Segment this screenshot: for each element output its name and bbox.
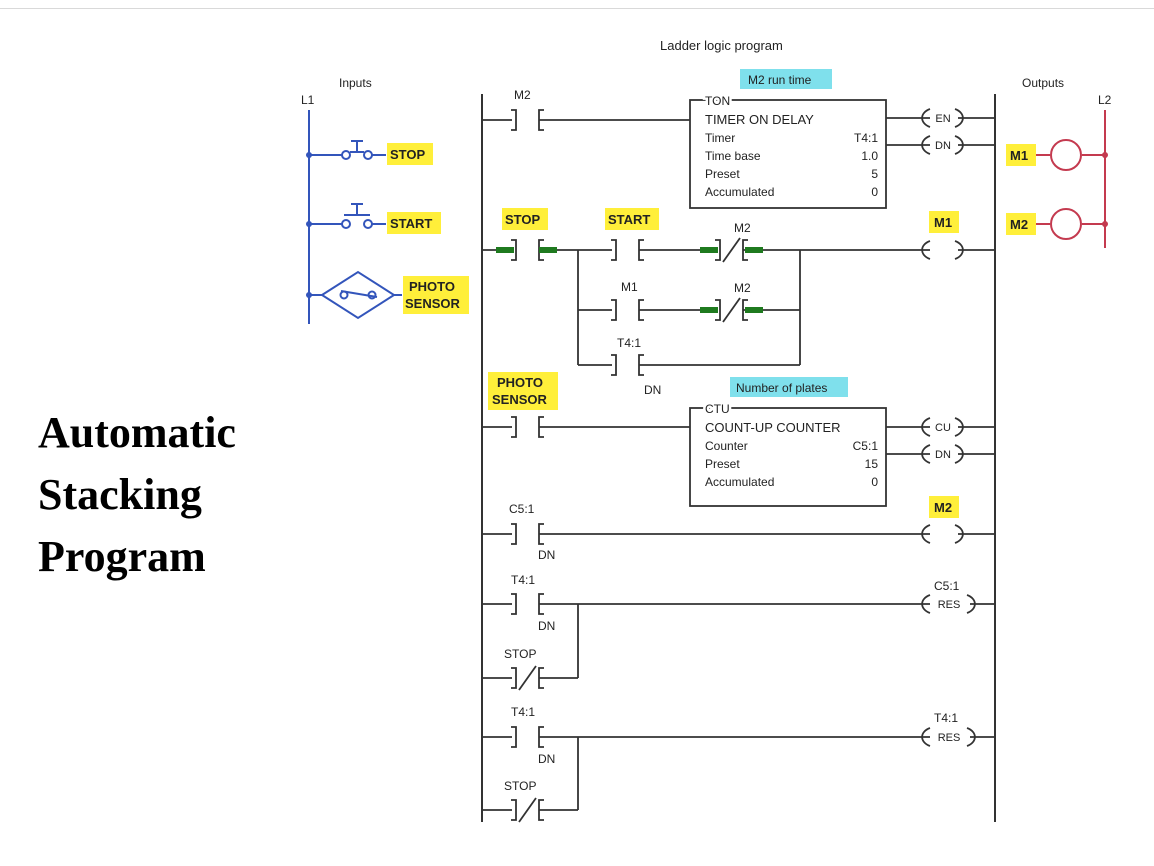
ton-row-value: T4:1 bbox=[854, 131, 878, 145]
energized-markers bbox=[496, 247, 763, 313]
ton-row-value: 5 bbox=[871, 167, 878, 181]
outputs-heading: Outputs bbox=[1022, 76, 1064, 90]
slide-title: Automatic Stacking Program bbox=[38, 402, 298, 588]
rung-6 bbox=[482, 726, 995, 823]
ton-title: TIMER ON DELAY bbox=[705, 112, 814, 127]
ctu-row-value: C5:1 bbox=[853, 439, 879, 453]
rung5-coil-tag: C5:1 bbox=[934, 579, 960, 593]
ton-row-label: Accumulated bbox=[705, 185, 774, 199]
rung6-coil-res: RES bbox=[938, 732, 961, 744]
ton-row-label: Timer bbox=[705, 131, 735, 145]
stop-pushbutton-icon bbox=[309, 140, 386, 160]
inputs-heading: Inputs bbox=[339, 76, 372, 90]
ton-row-label: Preset bbox=[705, 167, 740, 181]
rail-label-l1: L1 bbox=[301, 93, 315, 107]
rung-4 bbox=[482, 523, 995, 545]
input-label-photo: PHOTO bbox=[409, 279, 455, 294]
rung6-contact-label: T4:1 bbox=[511, 705, 535, 719]
coil-dn-label: DN bbox=[935, 140, 951, 152]
rung5-contact-dn: DN bbox=[538, 619, 555, 633]
rung4-contact-dn: DN bbox=[538, 548, 555, 562]
rung4-coil-m2-label: M2 bbox=[934, 500, 952, 515]
rung2-coil-m1-label: M1 bbox=[934, 215, 952, 230]
ctu-row-value: 0 bbox=[871, 475, 878, 489]
motor-m1-icon bbox=[1050, 139, 1082, 171]
rail-label-l2: L2 bbox=[1098, 93, 1112, 107]
rung6-contact-dn: DN bbox=[538, 752, 555, 766]
title-line-1: Automatic bbox=[38, 408, 236, 457]
output-label-m2: M2 bbox=[1010, 217, 1028, 232]
coil-en-label: EN bbox=[935, 113, 950, 125]
ctu-block bbox=[689, 407, 887, 507]
input-label-start: START bbox=[390, 216, 432, 231]
rung2-m2-label: M2 bbox=[734, 221, 751, 235]
ctu-title: COUNT-UP COUNTER bbox=[705, 420, 841, 435]
title-line-3: Program bbox=[38, 532, 206, 581]
rung2-t41-label: T4:1 bbox=[617, 336, 641, 350]
rung-1 bbox=[482, 99, 995, 209]
rung5-coil-res: RES bbox=[938, 599, 961, 611]
input-label-stop: STOP bbox=[390, 147, 425, 162]
rung6-coil-tag: T4:1 bbox=[934, 711, 958, 725]
ton-highlight-label: M2 run time bbox=[748, 73, 812, 87]
rung2-m1-label: M1 bbox=[621, 280, 638, 294]
ctu-row-label: Preset bbox=[705, 457, 740, 471]
title-line-2: Stacking bbox=[38, 470, 202, 519]
ctu-row-label: Counter bbox=[705, 439, 748, 453]
program-heading: Ladder logic program bbox=[660, 38, 783, 53]
ctu-row-value: 15 bbox=[865, 457, 879, 471]
rung2-start-label: START bbox=[608, 212, 650, 227]
rung6-stop-label: STOP bbox=[504, 779, 536, 793]
rung3-contact-sensor: SENSOR bbox=[492, 392, 548, 407]
motor-m2-icon bbox=[1050, 208, 1082, 240]
outputs-panel bbox=[1036, 110, 1106, 248]
rung2-m2b-label: M2 bbox=[734, 281, 751, 295]
ctu-row-label: Accumulated bbox=[705, 475, 774, 489]
input-label-sensor: SENSOR bbox=[405, 296, 461, 311]
rung4-contact-label: C5:1 bbox=[509, 502, 535, 516]
rung1-contact-label: M2 bbox=[514, 88, 531, 102]
ctu-type: CTU bbox=[705, 402, 730, 416]
rung5-contact-label: T4:1 bbox=[511, 573, 535, 587]
start-pushbutton-icon bbox=[309, 203, 386, 229]
rung-5 bbox=[482, 593, 995, 691]
rung-3 bbox=[482, 407, 995, 507]
rung2-t41-dn-label: DN bbox=[644, 383, 661, 397]
ton-row-label: Time base bbox=[705, 149, 761, 163]
rung3-contact-photo: PHOTO bbox=[497, 375, 543, 390]
ton-type: TON bbox=[705, 94, 730, 108]
top-divider bbox=[0, 8, 1154, 9]
coil-ctu-dn-label: DN bbox=[935, 449, 951, 461]
output-label-m1: M1 bbox=[1010, 148, 1028, 163]
ctu-highlight-label: Number of plates bbox=[736, 381, 827, 395]
photo-sensor-icon bbox=[309, 270, 402, 320]
rung2-stop-label: STOP bbox=[505, 212, 540, 227]
ton-row-value: 0 bbox=[871, 185, 878, 199]
coil-cu-label: CU bbox=[935, 422, 951, 434]
rung-2 bbox=[482, 237, 995, 376]
rung5-stop-label: STOP bbox=[504, 647, 536, 661]
inputs-panel bbox=[306, 110, 402, 324]
ton-block bbox=[689, 99, 887, 209]
ton-row-value: 1.0 bbox=[861, 149, 878, 163]
